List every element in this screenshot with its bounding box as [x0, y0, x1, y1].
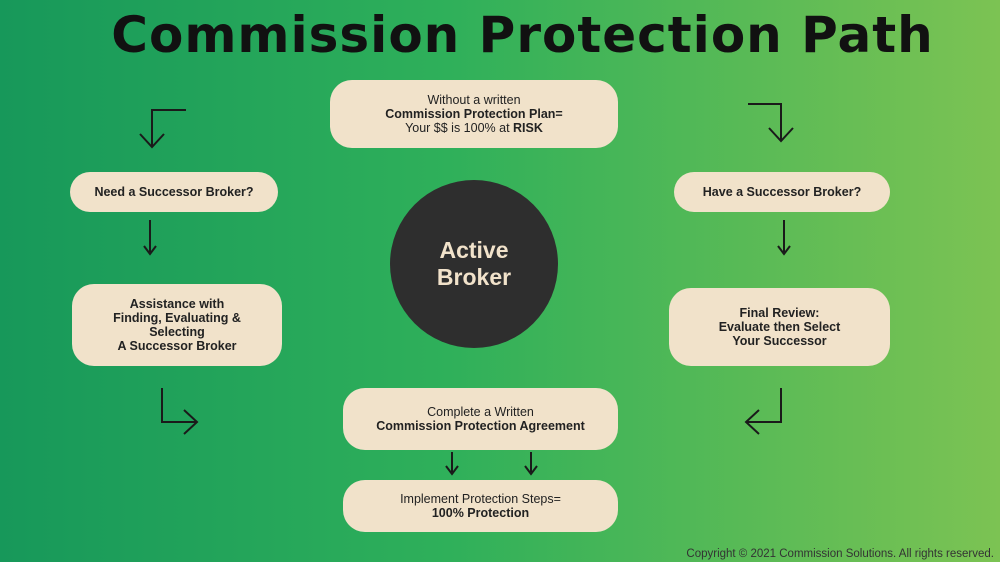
risk-word: RISK	[513, 121, 543, 135]
page-title: Commission Protection Path	[111, 6, 934, 64]
copyright: Copyright © 2021 Commission Solutions. A…	[686, 548, 994, 560]
arrow-down-icon	[524, 452, 538, 476]
assist-line: Assistance with	[129, 297, 225, 311]
implement-line2: 100% Protection	[431, 506, 530, 520]
complete-line1: Complete a Written	[427, 405, 534, 419]
curved-arrow-down-left-icon	[139, 109, 186, 149]
need-successor-label: Need a Successor Broker?	[94, 185, 254, 199]
risk-line3-text: Your $$ is 100% at	[405, 121, 514, 135]
risk-box: Without a written Commission Protection …	[330, 80, 618, 148]
center-line1: Active	[439, 237, 509, 263]
curved-arrow-right-icon	[161, 388, 199, 435]
final-review-box: Final Review: Evaluate then Select Your …	[669, 288, 890, 366]
implement-line1: Implement Protection Steps=	[400, 492, 561, 506]
complete-line2: Commission Protection Agreement	[376, 419, 585, 433]
assist-line: A Successor Broker	[117, 339, 237, 353]
assistance-box: Assistance with Finding, Evaluating & Se…	[72, 284, 282, 366]
have-successor-label: Have a Successor Broker?	[702, 185, 862, 199]
assist-line: Selecting	[149, 325, 205, 339]
arrow-down-icon	[777, 220, 791, 256]
need-successor-box: Need a Successor Broker?	[70, 172, 278, 212]
review-line: Evaluate then Select	[718, 320, 841, 334]
complete-agreement-box: Complete a Written Commission Protection…	[343, 388, 618, 450]
review-line: Final Review:	[739, 306, 820, 320]
active-broker-circle: Active Broker	[390, 180, 558, 348]
risk-line2: Commission Protection Plan=	[385, 107, 563, 121]
review-line: Your Successor	[732, 334, 827, 348]
risk-line1: Without a written	[427, 93, 521, 107]
center-line2: Broker	[436, 264, 512, 290]
implement-box: Implement Protection Steps= 100% Protect…	[343, 480, 618, 532]
risk-line3: Your $$ is 100% at RISK	[405, 121, 543, 135]
curved-arrow-down-right-icon	[748, 103, 794, 143]
arrow-down-icon	[143, 220, 157, 256]
arrow-down-icon	[445, 452, 459, 476]
have-successor-box: Have a Successor Broker?	[674, 172, 890, 212]
bottom-strip	[0, 562, 1000, 570]
curved-arrow-left-icon	[744, 388, 782, 435]
assist-line: Finding, Evaluating &	[113, 311, 241, 325]
